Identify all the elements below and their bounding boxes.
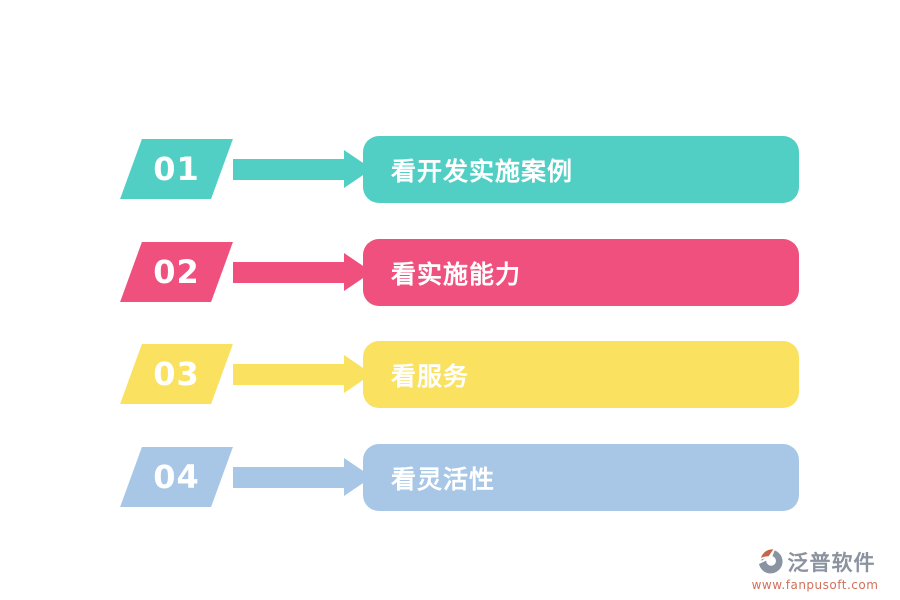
step-number: 03 xyxy=(153,355,200,393)
step-row-2: 02 看实施能力 xyxy=(0,239,900,306)
arrow-shaft xyxy=(233,262,345,283)
fanpu-logo-icon xyxy=(758,549,783,574)
arrow-shaft xyxy=(233,159,345,180)
step-number: 02 xyxy=(153,253,200,291)
step-bar: 看开发实施案例 xyxy=(363,136,799,203)
step-row-4: 04 看灵活性 xyxy=(0,444,900,511)
watermark-url: www.fanpusoft.com xyxy=(751,578,879,592)
step-bar: 看服务 xyxy=(363,341,799,408)
step-number: 01 xyxy=(153,150,200,188)
watermark: 泛普软件 www.fanpusoft.com xyxy=(740,547,890,592)
step-number: 04 xyxy=(153,458,200,496)
arrow-shaft xyxy=(233,467,345,488)
watermark-brand: 泛普软件 xyxy=(787,550,876,575)
step-label: 看实施能力 xyxy=(391,259,522,289)
step-bar: 看灵活性 xyxy=(363,444,799,511)
step-bar: 看实施能力 xyxy=(363,239,799,306)
step-label: 看开发实施案例 xyxy=(391,156,574,186)
step-row-3: 03 看服务 xyxy=(0,341,900,408)
arrow-shaft xyxy=(233,364,345,385)
step-label: 看服务 xyxy=(391,361,470,391)
step-row-1: 01 看开发实施案例 xyxy=(0,136,900,203)
step-label: 看灵活性 xyxy=(391,464,496,494)
